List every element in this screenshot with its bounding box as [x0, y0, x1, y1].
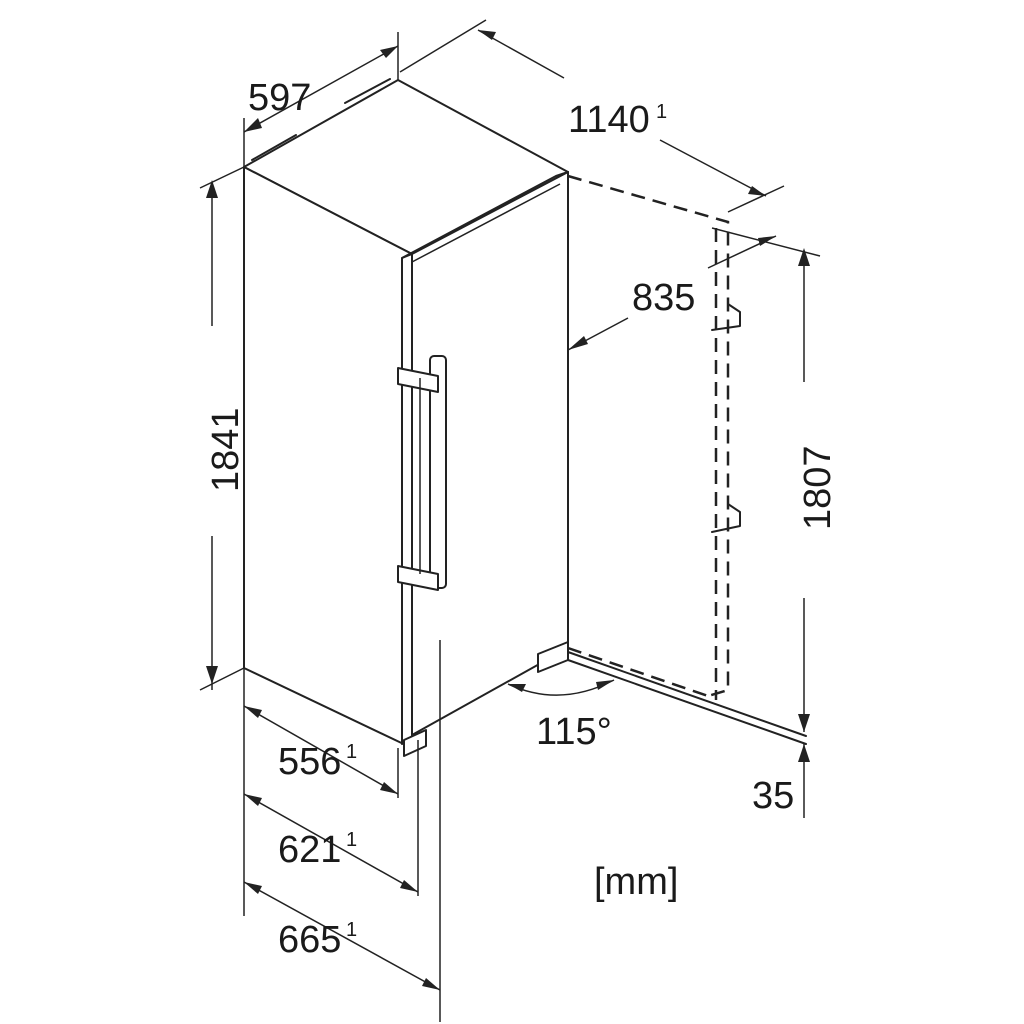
arrow-35	[798, 744, 810, 762]
cabinet-foot-rear	[403, 729, 427, 757]
open-door-outline	[567, 174, 807, 745]
arrow-1140-right	[748, 186, 766, 196]
door-top-inner-edge	[411, 183, 561, 263]
cabinet-body	[243, 78, 569, 757]
arrow-665-right	[422, 978, 440, 990]
dim-line-1140-b	[659, 139, 767, 197]
dimension-labels: 597 1140 1 835 1841 1807 115° 35 556 1 6…	[205, 77, 839, 961]
arrow-1140-left	[478, 30, 496, 40]
arrow-width-right	[380, 46, 398, 58]
arrow-1807-bottom	[798, 714, 810, 732]
label-depth-556: 556	[278, 741, 341, 783]
door-edge	[401, 253, 413, 745]
arrow-835-right	[758, 236, 776, 246]
open-door-top-and-side	[567, 174, 730, 698]
top-strip-right	[344, 78, 391, 104]
dim-ext-1841-top	[199, 166, 245, 189]
label-depth-665-note: 1	[346, 919, 357, 941]
label-depth-621: 621	[278, 829, 341, 871]
handle-mount-bottom	[397, 565, 439, 591]
door-handle	[397, 355, 447, 591]
arrow-621-left	[244, 794, 262, 806]
arrow-665-left	[244, 882, 262, 894]
label-depth-621-note: 1	[346, 829, 357, 851]
label-plinth-35: 35	[752, 775, 794, 817]
label-height-1841: 1841	[205, 407, 247, 492]
dim-line-665	[243, 881, 441, 991]
label-depth-1140-note: 1	[656, 101, 667, 123]
arrow-556-right	[380, 782, 398, 794]
door-top-rim	[401, 171, 569, 259]
floor-line	[567, 651, 807, 737]
arrow-1807-top	[798, 248, 810, 266]
handle-mount-top	[397, 367, 439, 393]
label-hinge-835: 835	[632, 277, 695, 319]
cabinet-side-face	[243, 166, 413, 749]
dim-ext-1140-left	[399, 19, 487, 73]
top-strip-left	[251, 134, 297, 161]
dim-ext-1841-bottom	[199, 667, 245, 691]
label-unit: [mm]	[594, 861, 678, 903]
arrow-width-left	[244, 118, 262, 132]
floor-line-lower	[567, 659, 807, 745]
arrow-1841-top	[206, 180, 218, 198]
label-height-1807: 1807	[797, 445, 839, 530]
label-angle-115: 115°	[536, 711, 612, 753]
arrow-835-left	[568, 336, 588, 350]
arrow-1841-bottom	[206, 666, 218, 684]
dim-line-556	[243, 705, 399, 795]
arrow-115-right	[596, 680, 614, 690]
arrow-556-left	[244, 706, 262, 718]
open-door-handle-bottom	[711, 503, 741, 533]
open-door-handle-top	[711, 303, 741, 331]
arrow-621-right	[400, 880, 418, 892]
label-depth-665: 665	[278, 919, 341, 961]
dim-line-621	[243, 793, 419, 893]
label-depth-556-note: 1	[346, 741, 357, 763]
label-width-597: 597	[248, 77, 311, 119]
open-door-bottom	[567, 646, 709, 698]
dim-ext-1140-right	[727, 185, 785, 213]
dim-line-width	[243, 45, 399, 133]
arrow-115-left	[508, 684, 526, 692]
dimension-lines	[199, 19, 821, 1022]
label-depth-1140: 1140	[568, 99, 650, 141]
